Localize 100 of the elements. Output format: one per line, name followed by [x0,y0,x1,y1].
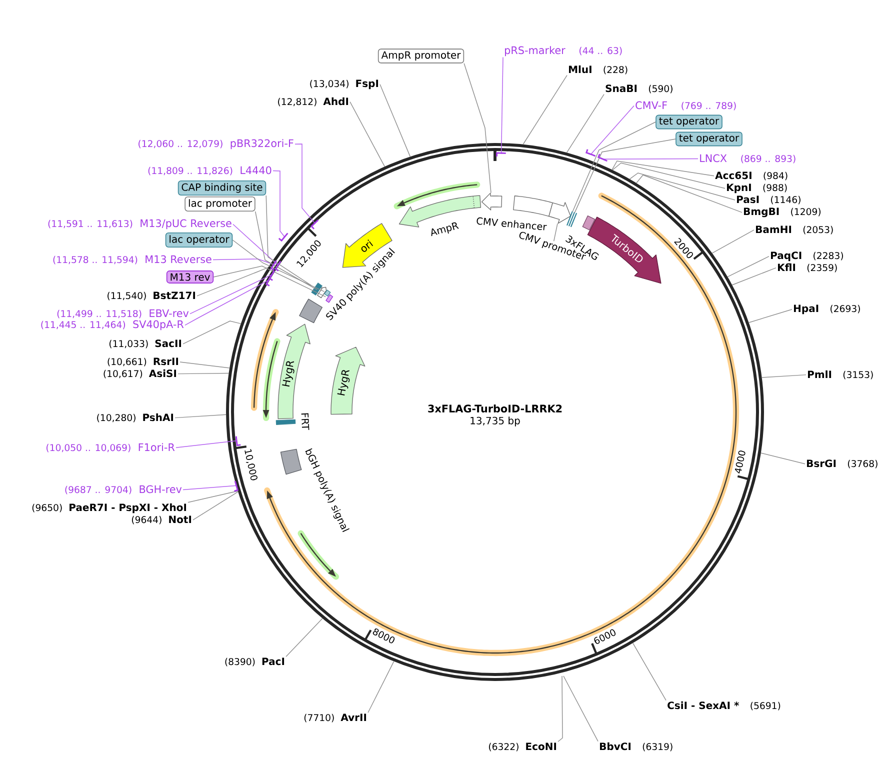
feature-label: CMV enhancer [476,217,547,230]
scale-label: 8000 [372,628,395,644]
restriction-site-label: (11,033) SacII [109,340,182,348]
restriction-site-label: BamHI (2053) [756,226,833,234]
primer-label: (12,060 .. 12,079) pBR322ori-F [138,139,294,150]
leader-line [760,452,806,464]
restriction-site-label: MluI (228) [569,65,628,74]
restriction-site-label: HpaI (2693) [794,304,860,314]
leader-line [286,618,323,657]
restriction-site-label: Acc65I (984) [715,172,788,180]
leader-line [272,170,285,238]
leader-line [761,374,806,378]
leader-line [176,440,237,448]
leader-line [182,485,237,490]
leader-line [563,676,598,742]
leader-line [712,230,754,254]
restriction-site-label: (10,617) AsiSI [104,369,176,378]
primer-label: pRS-marker (44 .. 63) [505,46,622,56]
feature-callout: tet operator [676,132,742,146]
leader-line [612,160,714,176]
feature-callout: CAP binding site [178,180,266,196]
leader-line [380,84,411,158]
leader-line [266,195,312,286]
leader-line [629,172,736,200]
leader-line [294,144,316,224]
leader-line [174,414,226,418]
restriction-site-label: CsiI - SexAI * (5691) [668,701,780,710]
primer-label: (11,578 .. 11,594) M13 Reverse [53,255,212,264]
leader-line [232,224,278,266]
promoter-feature [548,202,571,224]
leader-line [232,240,325,292]
primer-label: (9687 .. 9704) BGH-rev [65,485,182,494]
feature-callout: M13 rev [166,270,214,284]
scale-label: 6000 [594,629,616,644]
leader-line [213,266,326,298]
leader-line [727,256,770,278]
restriction-site-label: (9650) PaeR7I - PspXI - XhoI [32,503,186,514]
restriction-site-label: (9644) NotI [132,516,192,524]
leader-line [590,105,634,155]
primer-label: (11,591 .. 11,613) M13/pUC Reverse [48,219,232,230]
restriction-site-label: (13,034) FspI [310,80,378,90]
leader-line [636,174,742,213]
restriction-site-label: PasI (1146) [737,196,800,204]
gene-feature: HygR [330,346,366,415]
leader-line [188,490,238,503]
restriction-site-label: KflI (2359) [778,263,837,272]
restriction-site-label: (11,540) BstZ17I [108,292,196,300]
restriction-site-label: (7710) AvrII [304,714,366,722]
primer-label: (11,809 .. 11,826) L4440 [148,166,272,176]
restriction-site-label: BsrGI (3768) [807,460,878,468]
restriction-site-label: (6322) EcoNI [488,742,556,752]
leader-line [196,267,268,296]
leader-line [192,491,238,520]
leader-line [553,223,558,242]
leader-line [254,211,318,290]
scale-label: 10,000 [244,449,258,480]
restriction-site-label: BbvCI (6319) [600,742,672,752]
primer-label: LNCX (869 .. 893) [700,154,796,164]
map-title: 3xFLAG-TurboID-LRRK2 [428,404,562,413]
leader-line [500,56,504,154]
leader-line [464,62,492,194]
leader-line [612,162,726,189]
promoter-feature [481,192,502,210]
restriction-site-label: BmgBI (1209) [744,208,820,218]
leader-line [184,280,269,326]
sequence-length: 13,735 bp [470,416,520,426]
leader-line [566,94,604,154]
restriction-site-label: PaqCI (2283) [771,252,843,262]
leader-line [180,362,230,368]
scale-label: 4000 [734,450,746,474]
restriction-site-label: SnaBI (590) [606,84,672,94]
restriction-site-label: PmlI (3153) [808,370,873,380]
feature-callout: lac operator [165,232,233,248]
leader-line [178,372,230,374]
leader-line [732,267,776,286]
restriction-site-label: (8390) PacI [225,658,284,666]
primer-label: CMV-F (769 .. 789) [636,101,736,110]
leader-line [350,101,386,167]
leader-line [574,138,676,213]
feature-callout: AmpR promoter [378,48,464,64]
primer-label: (10,050 .. 10,069) F1ori-R [46,443,175,452]
restriction-site-label: (10,280) PshAI [97,413,174,422]
feature-label: AmpR [431,222,459,236]
primer-label: (11,499 .. 11,518) EBV-rev [57,309,189,318]
leader-line [522,74,568,145]
leader-line [748,309,792,323]
feature-bar [324,290,331,296]
restriction-site-label: KpnI (988) [727,184,787,194]
leader-line [632,642,666,701]
restriction-site-label: (12,812) AhdI [278,97,348,106]
leader-line [558,676,563,742]
primer-label: (11,445 .. 11,464) SV40pA-R [41,320,184,330]
leader-line [602,158,698,160]
leader-line [182,320,242,344]
restriction-site-label: (10,661) RsrII [108,358,178,366]
feature-callout: tet operator [656,114,722,130]
leader-line [368,660,394,713]
feature-callout: lac promoter [184,196,256,212]
leader-line [572,122,656,212]
leader-line [190,274,272,314]
